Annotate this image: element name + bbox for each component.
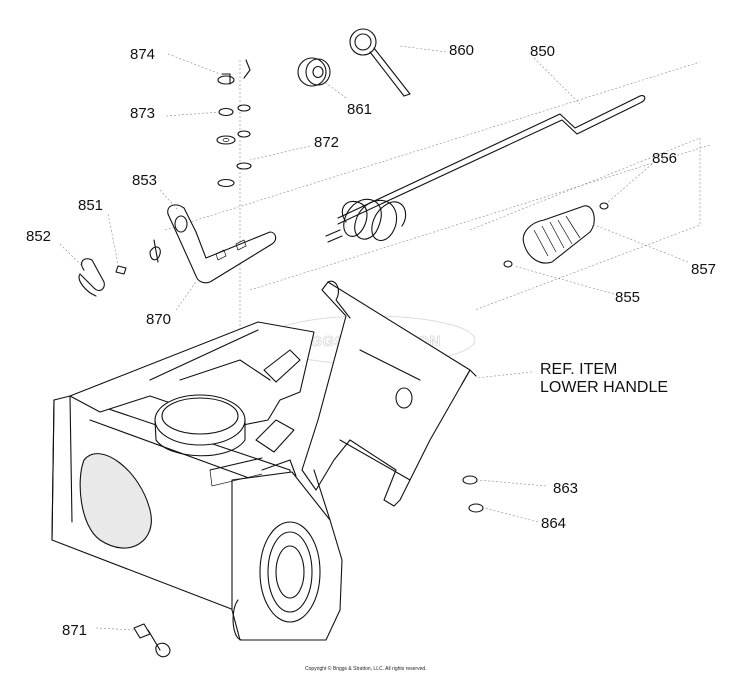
copyright-text: Copyright © Briggs & Stratton, LLC. All … [305,665,427,672]
lower-handle-text: LOWER HANDLE [540,379,668,396]
label-874: 874 [130,46,155,63]
handle-frame [255,280,477,521]
label-861: 861 [347,101,372,118]
hardware-stack [216,59,252,188]
label-860: 860 [449,42,474,59]
bracket-870 [167,204,277,284]
bushing-861 [297,57,331,87]
label-873: 873 [130,105,155,122]
leader-lines [59,45,689,631]
clip-pins [78,239,161,297]
eye-bolt-860 [349,28,411,97]
label-864: 864 [541,515,566,532]
label-856: 856 [652,150,677,167]
bolts-871 [133,623,171,658]
reference-label: REF. ITEM LOWER HANDLE [540,361,668,396]
auger-housing [51,321,343,641]
panel-outlines [164,60,711,330]
label-855: 855 [615,289,640,306]
label-857: 857 [691,261,716,278]
label-852: 852 [26,228,51,245]
label-872: 872 [314,134,339,151]
label-870: 870 [146,311,171,328]
knob-857 [503,202,609,268]
part-labels: 874 873 872 853 851 852 870 860 861 850 … [26,42,716,639]
label-850: 850 [530,43,555,60]
bolts-863-864 [462,475,484,513]
label-863: 863 [553,480,578,497]
ref-item-text: REF. ITEM [540,361,617,378]
label-853: 853 [132,172,157,189]
label-851: 851 [78,197,103,214]
label-871: 871 [62,622,87,639]
control-rod-850 [325,95,646,243]
